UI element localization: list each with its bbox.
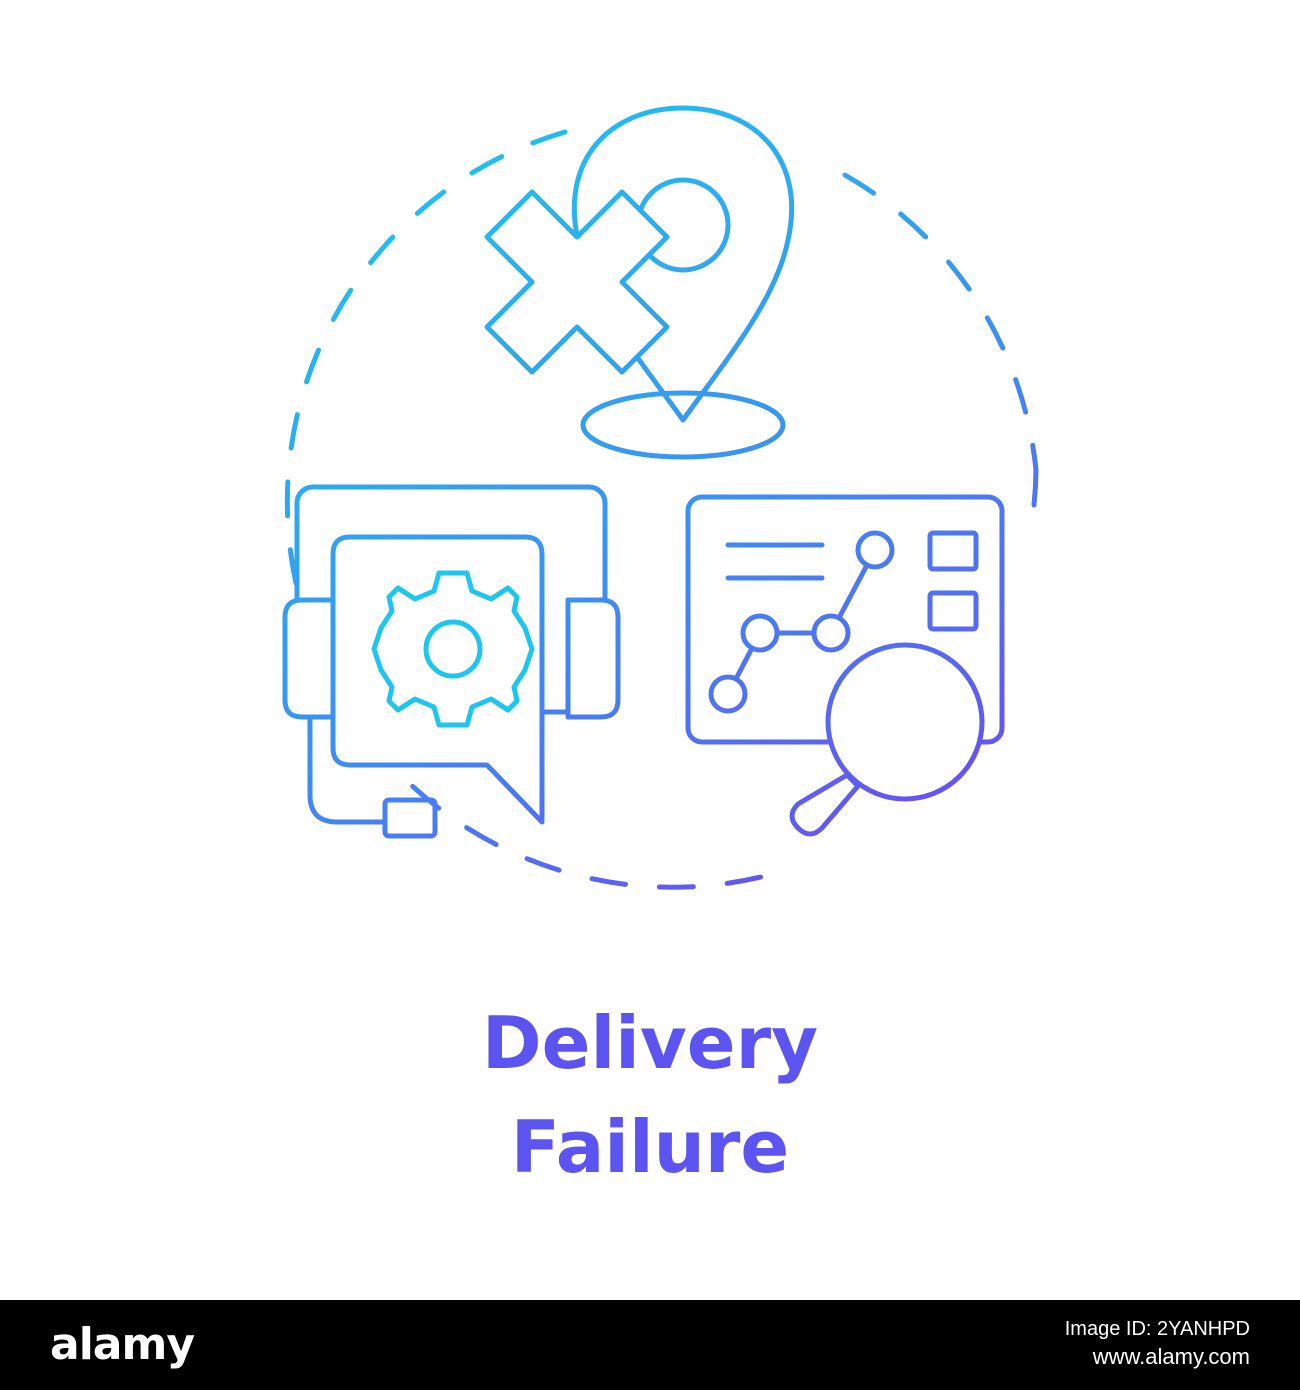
brand-logo: alamy: [50, 1319, 195, 1370]
caption-line-1: Delivery: [481, 1001, 819, 1085]
dashed-frame-right-arc: [842, 172, 1039, 473]
cross-icon: [484, 189, 670, 375]
support-headset-icon: [282, 484, 621, 839]
chat-bubble: [330, 534, 545, 825]
magnifying-glass-icon: [789, 642, 985, 837]
delivery-failure-illustration: [282, 105, 1039, 890]
site-url: www.alamy.com: [1092, 1344, 1250, 1369]
headset-right-cup: [565, 597, 621, 720]
caption-line-2: Failure: [510, 1105, 790, 1189]
image-id: Image ID: 2YANHPD: [1064, 1318, 1250, 1340]
headset-left-cup: [282, 597, 338, 720]
watermark-footer: alamy Image ID: 2YANHPD www.alamy.com: [0, 1300, 1300, 1390]
gear-icon: [371, 570, 535, 728]
headset-plug: [382, 797, 438, 839]
dashed-frame-right-tail: [1031, 467, 1039, 508]
headset-cable: [307, 714, 388, 825]
dashed-frame-left-arc: [284, 129, 783, 890]
footer-info: Image ID: 2YANHPD www.alamy.com: [1065, 1316, 1250, 1372]
